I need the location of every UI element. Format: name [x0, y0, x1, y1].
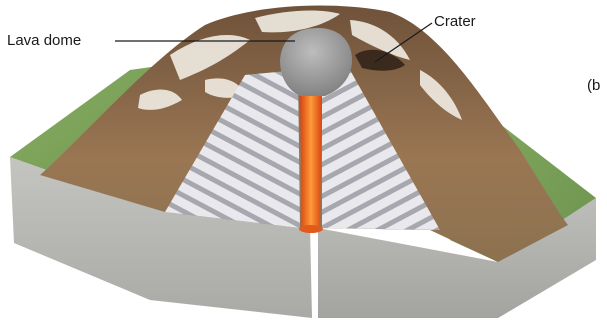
lava-pool [299, 225, 323, 233]
crater-label: Crater [434, 13, 476, 30]
lava-conduit [300, 80, 322, 230]
lava-dome-label: Lava dome [7, 32, 81, 49]
panel-marker: (b [587, 77, 600, 94]
